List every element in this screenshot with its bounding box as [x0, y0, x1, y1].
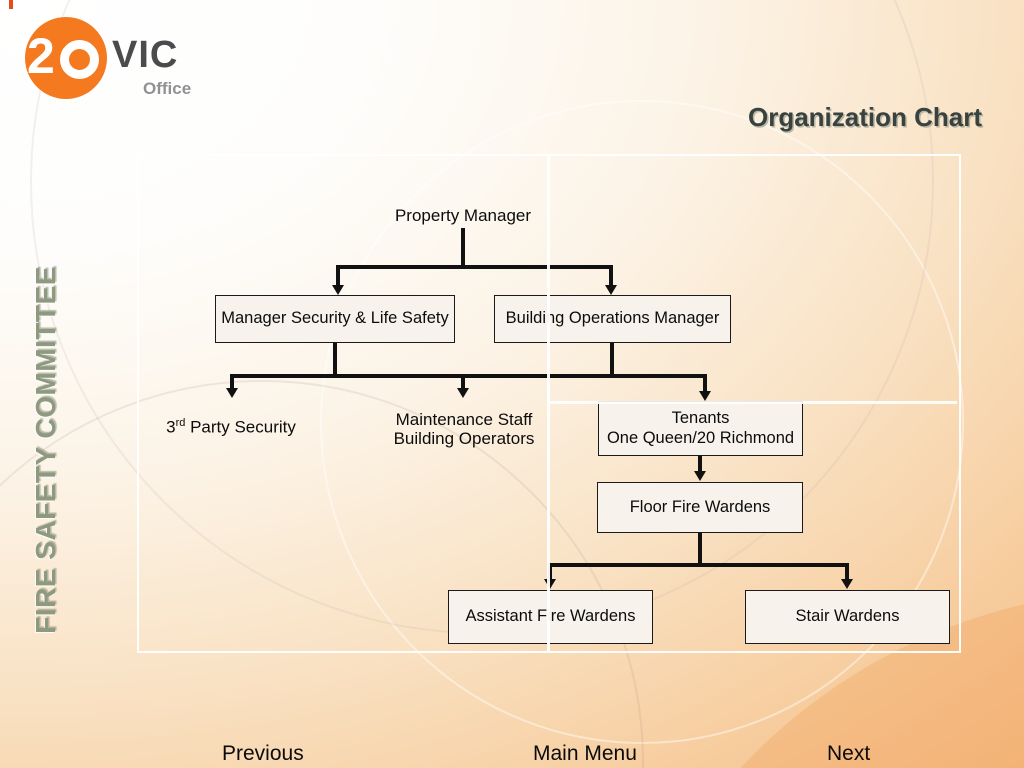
- tenants-line1: Tenants: [671, 409, 730, 428]
- third-party-sup: rd: [175, 417, 186, 429]
- logo-circle: 2: [25, 17, 107, 99]
- logo-brand-text: VIC: [112, 34, 179, 76]
- node-stair-wardens: Stair Wardens: [745, 590, 950, 644]
- arrowhead: [543, 579, 556, 589]
- connector: [230, 374, 234, 389]
- node-tenants: Tenants One Queen/20 Richmond: [598, 401, 803, 456]
- third-party-base: 3: [166, 417, 176, 437]
- maintenance-line1: Maintenance Staff: [395, 410, 533, 429]
- vertical-committee-label: FIRE SAFETY COMMITTEE: [30, 266, 61, 634]
- logo-zero-glyph: [60, 40, 99, 79]
- tenants-line2: One Queen/20 Richmond: [606, 428, 795, 447]
- logo: 2 VIC Office: [0, 0, 220, 120]
- connector: [336, 265, 340, 286]
- connector: [703, 374, 707, 392]
- connector: [610, 343, 614, 377]
- node-property-manager: Property Manager: [394, 206, 532, 225]
- connector: [698, 456, 702, 472]
- previous-link[interactable]: Previous: [222, 742, 304, 765]
- connector: [230, 374, 707, 378]
- main-menu-link[interactable]: Main Menu: [533, 742, 637, 765]
- node-floor-fire-wardens: Floor Fire Wardens: [597, 482, 803, 533]
- next-link[interactable]: Next: [827, 742, 871, 765]
- node-maintenance-staff: Maintenance Staff Building Operators: [364, 410, 564, 448]
- logo-digit-2: 2: [27, 28, 55, 84]
- connector: [336, 265, 613, 269]
- arrowhead: [604, 285, 617, 295]
- page-title: Organization Chart: [747, 102, 982, 132]
- top-edge-mark: [9, 0, 13, 9]
- node-assistant-fire-wardens: Assistant Fire Wardens: [448, 590, 653, 644]
- third-party-rest: Party Security: [185, 417, 296, 437]
- connector: [845, 563, 849, 580]
- connector: [333, 343, 337, 377]
- connector: [461, 228, 465, 268]
- arrowhead: [840, 579, 853, 589]
- arrowhead: [225, 388, 238, 398]
- maintenance-line2: Building Operators: [393, 429, 535, 449]
- logo-suffix-text: Office: [143, 79, 192, 98]
- node-manager-security-life-safety: Manager Security & Life Safety: [215, 295, 455, 343]
- arrowhead: [331, 285, 344, 295]
- connector: [698, 533, 702, 567]
- connector: [461, 374, 465, 389]
- connector: [548, 563, 552, 580]
- connector: [548, 563, 849, 567]
- connector: [609, 265, 613, 286]
- node-building-operations-manager: Building Operations Manager: [494, 295, 731, 343]
- arrowhead: [698, 391, 711, 401]
- arrowhead: [693, 471, 706, 481]
- arrowhead: [456, 388, 469, 398]
- node-third-party-security: 3rd Party Security: [131, 417, 331, 437]
